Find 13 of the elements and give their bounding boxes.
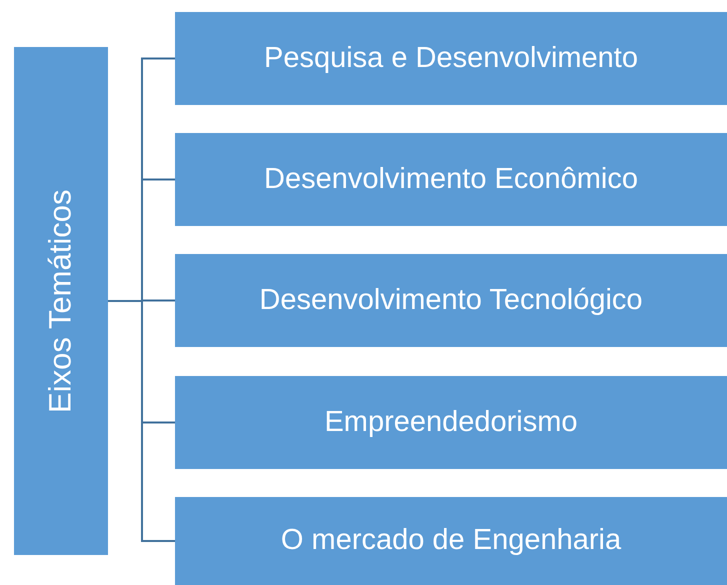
topic-box: [175, 254, 727, 347]
connector-line: [108, 300, 175, 542]
topic-label: Desenvolvimento Tecnológico: [258, 282, 644, 318]
topic-label: Pesquisa e Desenvolvimento: [263, 40, 639, 76]
topic-box: [175, 12, 727, 105]
topic-label: Empreendedorismo: [323, 404, 579, 440]
topic-label: O mercado de Engenharia: [280, 523, 622, 558]
topic-box: [175, 497, 727, 585]
topic-label: Desenvolvimento Econômico: [263, 162, 639, 197]
topic-box: [175, 376, 727, 469]
category-box: [14, 47, 108, 555]
topic-box: [175, 133, 727, 226]
category-label: Eixos Temáticos: [42, 189, 79, 413]
